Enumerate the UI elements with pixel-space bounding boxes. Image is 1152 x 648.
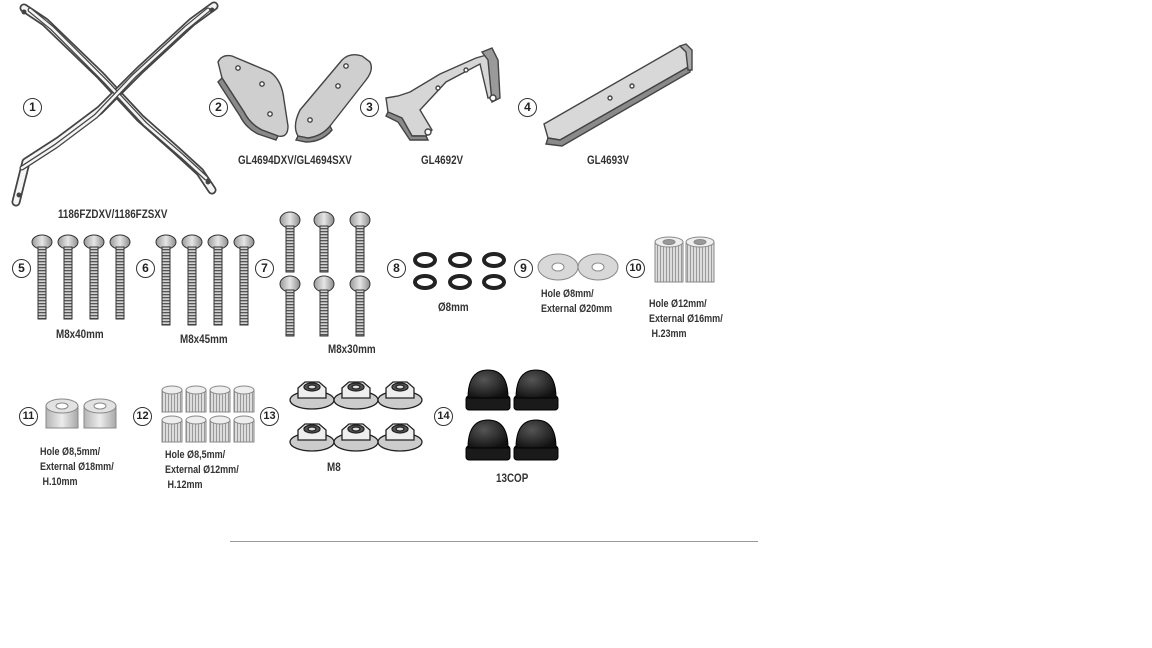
- part-13-label: M8: [327, 460, 341, 474]
- part-7-bolts: [279, 211, 371, 337]
- part-1-label: 1186FZDXV/1186FZSXV: [58, 207, 168, 221]
- part-11-number: 11: [19, 407, 38, 426]
- part-6-bolts: [155, 234, 255, 326]
- part-6-number: 6: [136, 259, 155, 278]
- part-4-number: 4: [518, 98, 537, 117]
- part-9-number: 9: [514, 259, 533, 278]
- part-12-label: Hole Ø8,5mm/ External Ø12mm/ H.12mm: [165, 449, 239, 491]
- part-14-cap-nuts: [465, 369, 559, 461]
- part-4-label: GL4693V: [587, 153, 630, 167]
- part-2-number: 2: [209, 98, 228, 117]
- part-12-number: 12: [133, 407, 152, 426]
- part-5-number: 5: [12, 259, 31, 278]
- part-8-label: Ø8mm: [438, 300, 469, 314]
- part-7-number: 7: [255, 259, 274, 278]
- part-5-label: M8x40mm: [56, 327, 104, 341]
- part-4-bar: [543, 43, 693, 147]
- part-10-spacers: [654, 236, 715, 283]
- part-3-bracket: [385, 47, 501, 141]
- part-8-number: 8: [387, 259, 406, 278]
- part-1-number: 1: [23, 98, 42, 117]
- part-12-spacers: [161, 385, 255, 443]
- part-2-label: GL4694DXV/GL4694SXV: [238, 153, 352, 167]
- part-9-flat-washers: [537, 253, 619, 281]
- part-6-label: M8x45mm: [180, 332, 228, 346]
- part-7-label: M8x30mm: [328, 342, 376, 356]
- part-8-washers: [413, 252, 506, 290]
- part-14-label: 13COP: [496, 471, 529, 485]
- divider-line: [230, 541, 758, 542]
- part-11-label: Hole Ø8,5mm/ External Ø18mm/ H.10mm: [40, 446, 114, 488]
- part-3-label: GL4692V: [421, 153, 464, 167]
- part-10-number: 10: [626, 259, 645, 278]
- part-9-label: Hole Ø8mm/ External Ø20mm: [541, 288, 613, 315]
- part-2-brackets: [217, 53, 373, 143]
- part-13-nuts: [289, 381, 423, 452]
- part-5-bolts: [31, 234, 131, 320]
- part-14-number: 14: [434, 407, 453, 426]
- part-3-number: 3: [360, 98, 379, 117]
- part-10-label: Hole Ø12mm/ External Ø16mm/ H.23mm: [649, 298, 723, 340]
- part-11-spacers: [45, 398, 117, 429]
- part-13-number: 13: [260, 407, 279, 426]
- part-1-x-frame: [11, 1, 219, 207]
